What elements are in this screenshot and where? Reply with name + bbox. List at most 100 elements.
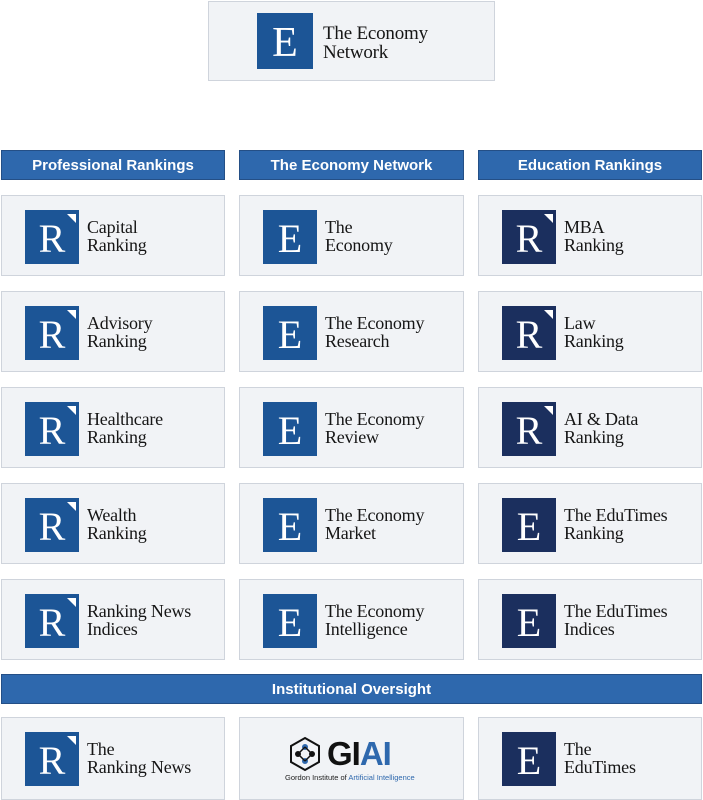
label-line1: Healthcare — [87, 409, 163, 429]
giai-network-icon — [290, 736, 320, 772]
economy-e-logo-icon: E — [257, 13, 313, 69]
label-line1: Ranking News — [87, 601, 192, 621]
card-the-ranking-news[interactable]: R The Ranking News — [1, 717, 225, 800]
header-professional-rankings: Professional Rankings — [1, 150, 225, 180]
label-line2: Ranking News — [87, 757, 192, 777]
logo-letter: R — [38, 737, 66, 783]
corner-mark-icon — [67, 406, 76, 415]
corner-mark-icon — [67, 214, 76, 223]
economy-e-logo-icon: E — [263, 402, 317, 456]
giai-ai-text: AI — [359, 735, 392, 772]
corner-mark-icon — [67, 598, 76, 607]
economy-e-logo-icon: E — [502, 498, 556, 552]
corner-mark-icon — [544, 310, 553, 319]
logo-letter: R — [515, 407, 543, 453]
label-line1: The Economy — [325, 601, 425, 621]
logo-letter: E — [277, 215, 303, 261]
ranking-r-logo-icon: R — [502, 306, 556, 360]
giai-wordmark: GIAI — [327, 735, 392, 772]
logo-letter: R — [38, 503, 66, 549]
header-education-rankings: Education Rankings — [478, 150, 702, 180]
corner-mark-icon — [544, 406, 553, 415]
label-line1: The — [325, 217, 353, 237]
label-line2: Ranking — [564, 523, 624, 543]
logo-letter: E — [272, 19, 298, 66]
logo-letter: R — [38, 215, 66, 261]
label-line1: AI & Data — [564, 409, 639, 429]
label-line2: Ranking — [564, 331, 624, 351]
header-institutional-oversight: Institutional Oversight — [1, 674, 702, 704]
giai-gi-text: GI — [327, 735, 361, 772]
label-line2: Indices — [564, 619, 615, 639]
card-the-edutimes[interactable]: E The EduTimes — [478, 717, 702, 800]
label-line2: Ranking — [87, 235, 147, 255]
label-line1: The Economy — [325, 313, 425, 333]
logo-letter: E — [516, 503, 542, 549]
label-line2: Market — [325, 523, 376, 543]
economy-e-logo-icon: E — [263, 498, 317, 552]
label-line2: Economy — [325, 235, 393, 255]
ranking-r-logo-icon: R — [25, 498, 79, 552]
giai-subtitle: Gordon Institute of Artificial Intellige… — [285, 773, 415, 782]
ranking-r-logo-icon: R — [25, 210, 79, 264]
label-line2: Intelligence — [325, 619, 408, 639]
label-line2: Ranking — [564, 235, 624, 255]
top-network-card[interactable]: E The Economy Network — [208, 1, 495, 81]
label-line2: Ranking — [87, 331, 147, 351]
corner-mark-icon — [67, 736, 76, 745]
header-economy-network: The Economy Network — [239, 150, 464, 180]
label-line1: The EduTimes — [564, 601, 668, 621]
logo-letter: R — [515, 311, 543, 357]
label-line2: Ranking — [564, 427, 624, 447]
economy-e-logo-icon: E — [263, 210, 317, 264]
logo-letter: E — [277, 311, 303, 357]
label-line1: The Economy — [325, 409, 425, 429]
logo-letter: E — [277, 407, 303, 453]
card-label: The Ranking News — [87, 740, 191, 776]
corner-mark-icon — [67, 502, 76, 511]
label-line2: Research — [325, 331, 390, 351]
label-line2: EduTimes — [564, 757, 636, 777]
logo-letter: R — [38, 599, 66, 645]
edutimes-e-logo-icon: E — [502, 732, 556, 786]
card-giai[interactable]: GIAI Gordon Institute of Artificial Inte… — [239, 717, 464, 800]
network-title-line2: Network — [323, 42, 389, 63]
economy-e-logo-icon: E — [263, 306, 317, 360]
label-line1: The — [87, 739, 115, 759]
corner-mark-icon — [544, 214, 553, 223]
logo-letter: R — [38, 311, 66, 357]
ranking-r-logo-icon: R — [25, 594, 79, 648]
ranking-r-logo-icon: R — [25, 402, 79, 456]
label-line1: The EduTimes — [564, 505, 668, 525]
label-line1: MBA — [564, 217, 605, 237]
network-title-line1: The Economy — [323, 23, 428, 44]
giai-subtitle-highlight: Artificial Intelligence — [348, 773, 415, 782]
label-line1: The Economy — [325, 505, 425, 525]
